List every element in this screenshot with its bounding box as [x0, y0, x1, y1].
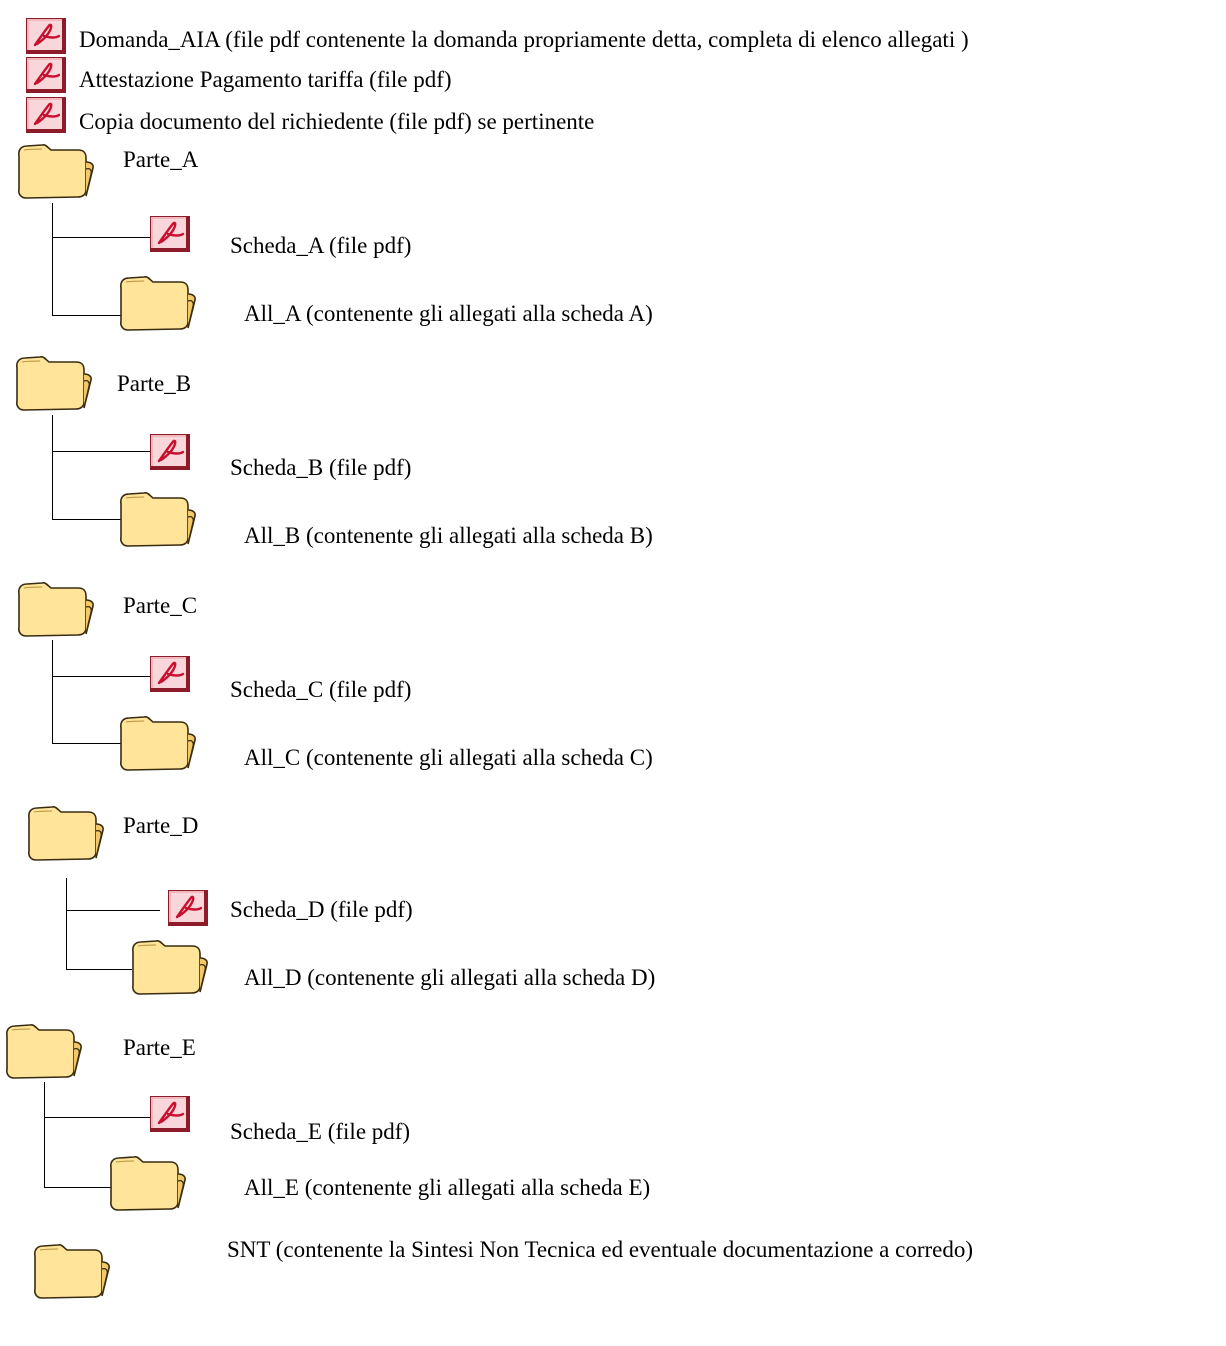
- pdf-icon: [150, 216, 190, 252]
- pdf-icon: [150, 434, 190, 470]
- file-scheda-c[interactable]: Scheda_C (file pdf): [230, 677, 412, 702]
- folder-icon: [130, 934, 210, 996]
- pdf-icon: [26, 57, 66, 93]
- folder-snt[interactable]: SNT (contenente la Sintesi Non Tecnica e…: [226, 1237, 974, 1262]
- folder-parte-b[interactable]: Parte_B: [117, 371, 192, 396]
- tree-line: [52, 203, 53, 316]
- pdf-icon: [168, 890, 208, 926]
- folder-parte-d[interactable]: Parte_D: [123, 813, 199, 838]
- folder-all-c[interactable]: All_C (contenente gli allegati alla sche…: [244, 745, 653, 770]
- tree-branch: [66, 969, 132, 970]
- folder-parte-e[interactable]: Parte_E: [123, 1035, 196, 1060]
- pdf-icon: [26, 97, 66, 133]
- folder-parte-a[interactable]: Parte_A: [123, 147, 199, 172]
- folder-all-b[interactable]: All_B (contenente gli allegati alla sche…: [244, 523, 653, 548]
- tree-line: [66, 878, 67, 970]
- file-domanda-aia[interactable]: Domanda_AIA (file pdf contenente la doma…: [79, 27, 969, 52]
- folder-all-d[interactable]: All_D (contenente gli allegati alla sche…: [244, 965, 656, 990]
- tree-line: [44, 1082, 45, 1188]
- tree-branch: [66, 910, 160, 911]
- folder-icon: [26, 800, 106, 862]
- tree-line: [52, 415, 53, 520]
- tree-line: [52, 640, 53, 744]
- tree-branch: [52, 743, 122, 744]
- file-attestazione-pagamento[interactable]: Attestazione Pagamento tariffa (file pdf…: [79, 67, 452, 92]
- folder-icon: [118, 486, 198, 548]
- tree-branch: [52, 237, 150, 238]
- tree-branch: [52, 315, 122, 316]
- file-scheda-d[interactable]: Scheda_D (file pdf): [230, 897, 413, 922]
- file-scheda-e[interactable]: Scheda_E (file pdf): [230, 1119, 411, 1144]
- folder-icon: [14, 350, 94, 412]
- tree-branch: [52, 676, 150, 677]
- folder-icon: [32, 1238, 112, 1300]
- tree-branch: [44, 1187, 112, 1188]
- file-scheda-a[interactable]: Scheda_A (file pdf): [230, 233, 412, 258]
- pdf-icon: [150, 1096, 190, 1132]
- pdf-icon: [150, 656, 190, 692]
- tree-branch: [44, 1117, 150, 1118]
- file-scheda-b[interactable]: Scheda_B (file pdf): [230, 455, 412, 480]
- folder-icon: [4, 1018, 84, 1080]
- file-copia-documento[interactable]: Copia documento del richiedente (file pd…: [79, 109, 595, 134]
- folder-all-a[interactable]: All_A (contenente gli allegati alla sche…: [244, 301, 653, 326]
- folder-icon: [16, 138, 96, 200]
- folder-icon: [118, 270, 198, 332]
- folder-icon: [16, 576, 96, 638]
- pdf-icon: [26, 18, 66, 54]
- folder-parte-c[interactable]: Parte_C: [123, 593, 198, 618]
- tree-branch: [52, 519, 122, 520]
- folder-icon: [108, 1150, 188, 1212]
- tree-branch: [52, 451, 150, 452]
- folder-icon: [118, 710, 198, 772]
- folder-all-e[interactable]: All_E (contenente gli allegati alla sche…: [244, 1175, 651, 1200]
